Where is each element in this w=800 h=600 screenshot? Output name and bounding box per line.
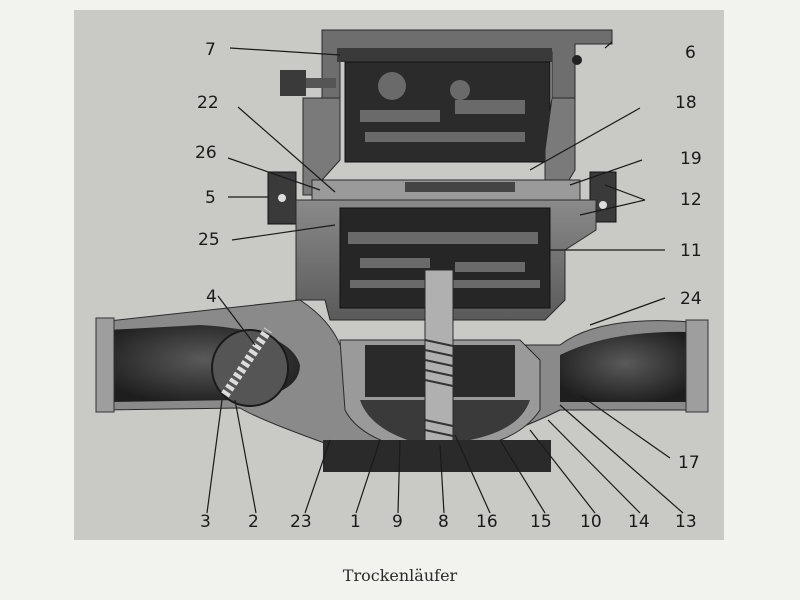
strainer-screen bbox=[221, 327, 272, 398]
label-26: 26 bbox=[195, 143, 217, 163]
label-9: 9 bbox=[392, 512, 403, 532]
label-6: 6 bbox=[685, 43, 696, 63]
label-7: 7 bbox=[205, 40, 216, 60]
left-lug-hole bbox=[278, 194, 286, 202]
side-screw-thread bbox=[306, 78, 336, 88]
label-12: 12 bbox=[680, 190, 702, 210]
meter-glass bbox=[337, 48, 552, 62]
side-screw bbox=[280, 70, 306, 96]
right-lug-hole bbox=[599, 201, 607, 209]
label-16: 16 bbox=[476, 512, 498, 532]
bottom-cap bbox=[323, 440, 551, 472]
inlet-thread bbox=[95, 317, 115, 413]
label-18: 18 bbox=[675, 93, 697, 113]
label-11: 11 bbox=[680, 241, 702, 261]
bolt-hole bbox=[572, 55, 582, 65]
pipe-outlet-bore bbox=[560, 331, 690, 402]
label-24: 24 bbox=[680, 289, 702, 309]
upper-gears bbox=[360, 72, 525, 142]
left-lug bbox=[267, 171, 297, 225]
label-22: 22 bbox=[197, 93, 219, 113]
outlet-thread bbox=[685, 319, 709, 413]
label-17: 17 bbox=[678, 453, 700, 473]
strainer-disc bbox=[211, 329, 289, 407]
label-1: 1 bbox=[350, 512, 361, 532]
plate-slot bbox=[405, 182, 515, 192]
label-25: 25 bbox=[198, 230, 220, 250]
label-8: 8 bbox=[438, 512, 449, 532]
label-2: 2 bbox=[248, 512, 259, 532]
label-4: 4 bbox=[206, 287, 217, 307]
label-15: 15 bbox=[530, 512, 552, 532]
spindle-worm bbox=[424, 339, 454, 437]
label-5: 5 bbox=[205, 188, 216, 208]
label-13: 13 bbox=[675, 512, 697, 532]
label-10: 10 bbox=[580, 512, 602, 532]
figure-caption: Trockenläufer bbox=[342, 566, 458, 585]
label-19: 19 bbox=[680, 149, 702, 169]
label-14: 14 bbox=[628, 512, 650, 532]
label-23: 23 bbox=[290, 512, 312, 532]
label-3: 3 bbox=[200, 512, 211, 532]
leader-lines bbox=[206, 41, 684, 514]
